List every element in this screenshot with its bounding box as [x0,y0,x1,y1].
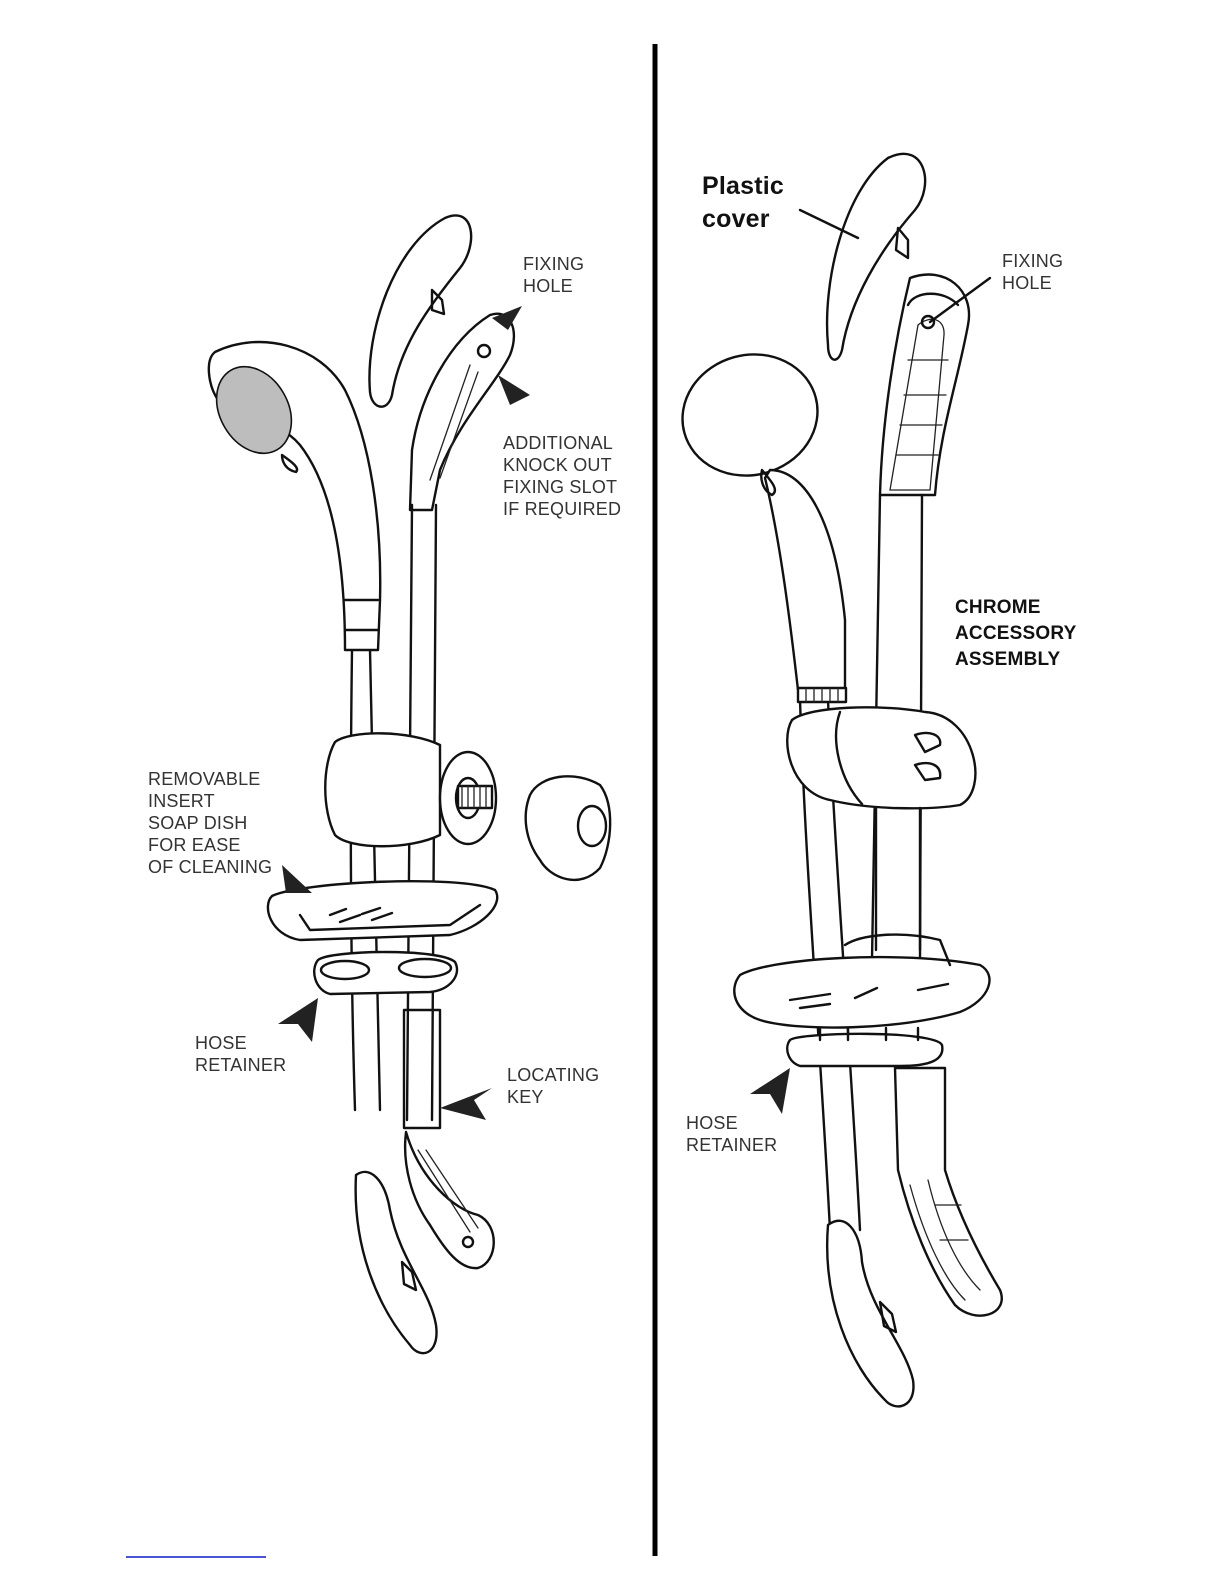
left-slider-knob [526,776,610,880]
label-line: INSERT [148,790,272,812]
label-line: RETAINER [195,1054,286,1076]
right-arrow-hose-retainer [750,1068,790,1114]
label-line: ASSEMBLY [955,647,1076,673]
label-line: IF REQUIRED [503,498,621,520]
label-line: FOR EASE [148,834,272,856]
label-line: FIXING SLOT [503,476,621,498]
label-line: HOLE [1002,272,1063,294]
label-line: KEY [507,1086,599,1108]
right-soap-dish [734,957,989,1027]
label-line: ADDITIONAL [503,432,621,454]
right-bottom-cover [827,1221,913,1407]
right-slider-body [787,707,975,808]
label-fixing-hole-right: FIXING HOLE [1002,250,1063,294]
label-hose-retainer-left: HOSE RETAINER [195,1032,286,1076]
left-hose-retainer [314,952,457,994]
label-plastic-cover: Plastic cover [702,170,784,236]
right-shower-handset-head [669,339,831,490]
label-line: RETAINER [686,1134,777,1156]
left-slider-body [325,733,440,846]
label-hose-retainer-right: HOSE RETAINER [686,1112,777,1156]
label-line: FIXING [1002,250,1063,272]
label-line: HOSE [195,1032,286,1054]
right-top-bracket [880,275,969,495]
label-soap-dish: REMOVABLE INSERT SOAP DISH FOR EASE OF C… [148,768,272,878]
label-fixing-hole-left: FIXING HOLE [523,253,584,297]
label-locating-key: LOCATING KEY [507,1064,599,1108]
label-line: Plastic [702,170,784,203]
label-line: OF CLEANING [148,856,272,878]
left-shower-hose [351,650,380,1110]
footer-underline [126,1556,266,1558]
label-line: cover [702,203,784,236]
left-arrow-locating-key [440,1088,492,1120]
label-line: HOSE [686,1112,777,1134]
left-top-bracket [410,314,514,510]
right-assembled-view [669,154,1002,1407]
label-line: SOAP DISH [148,812,272,834]
label-line: LOCATING [507,1064,599,1086]
label-line: HOLE [523,275,584,297]
label-line: REMOVABLE [148,768,272,790]
label-chrome-assembly: CHROME ACCESSORY ASSEMBLY [955,595,1076,673]
label-line: KNOCK OUT [503,454,621,476]
label-line: ACCESSORY [955,621,1076,647]
label-line: FIXING [523,253,584,275]
left-arrow-knock-out [498,375,530,405]
label-line: CHROME [955,595,1076,621]
label-knock-out-slot: ADDITIONAL KNOCK OUT FIXING SLOT IF REQU… [503,432,621,520]
right-shower-handset-handle [765,470,845,690]
